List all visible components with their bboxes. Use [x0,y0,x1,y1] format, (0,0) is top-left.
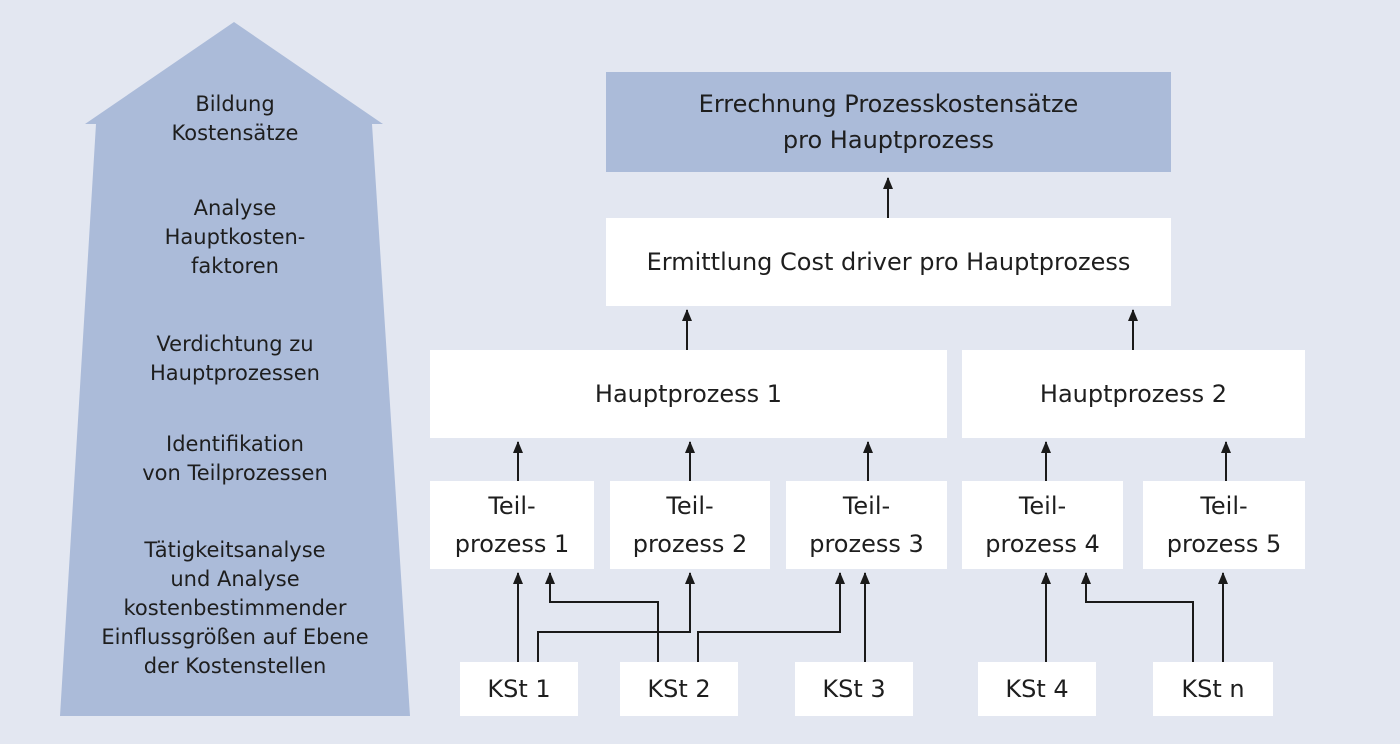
box-kst-1: KSt 1 [460,662,578,716]
box-hauptprozess-1: Hauptprozess 1 [430,350,947,438]
step-taetigkeitsanalyse: Tätigkeitsanalyse und Analyse kostenbest… [101,538,369,678]
step-bildung-kostensaetze: Bildung Kostensätze [171,92,299,145]
box-teilprozess-2: Teil- prozess 2 [610,481,770,569]
step-verdichtung-hauptprozesse: Verdichtung zu Hauptprozessen [150,332,320,385]
box-kst-4: KSt 4 [978,662,1096,716]
box-hauptprozess-2: Hauptprozess 2 [962,350,1305,438]
upward-arrow-shape [60,22,410,716]
box-teilprozess-5: Teil- prozess 5 [1143,481,1305,569]
box-teilprozess-3: Teil- prozess 3 [786,481,947,569]
box-kst-2: KSt 2 [620,662,738,716]
box-prozesskostensaetze: Errechnung Prozesskostensätze pro Hauptp… [606,72,1171,172]
box-kst-3: KSt 3 [795,662,913,716]
box-teilprozess-4: Teil- prozess 4 [962,481,1123,569]
box-teilprozess-1: Teil- prozess 1 [430,481,594,569]
box-kst-n: KSt n [1153,662,1273,716]
box-cost-driver: Ermittlung Cost driver pro Hauptprozess [606,218,1171,306]
step-analyse-hauptkostenfaktoren: Analyse Hauptkosten- faktoren [164,196,306,278]
step-identifikation-teilprozesse: Identifikation von Teilprozessen [142,432,328,485]
